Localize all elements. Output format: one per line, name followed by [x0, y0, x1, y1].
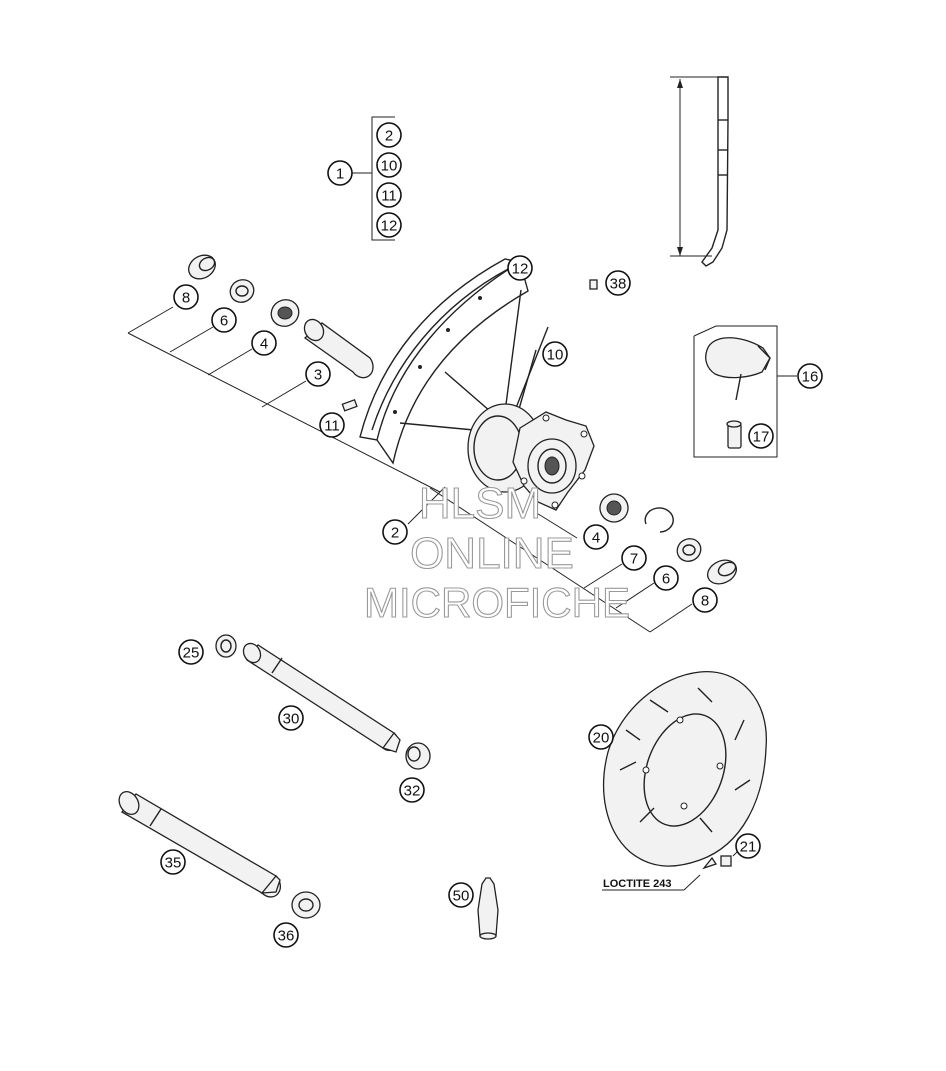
axle-collar-32: [405, 742, 431, 770]
callout-25: 25: [178, 639, 204, 665]
svg-text:2: 2: [391, 525, 399, 542]
svg-text:6: 6: [662, 571, 670, 588]
grease-tube: [477, 877, 499, 940]
callout-30: 30: [278, 705, 304, 731]
svg-text:16: 16: [802, 369, 819, 386]
svg-text:10: 10: [381, 158, 398, 175]
svg-text:7: 7: [630, 551, 638, 568]
callout-16: 16: [797, 363, 823, 389]
loctite-note: LOCTITE 243: [603, 878, 671, 890]
axle-nut-36: [291, 891, 321, 919]
circlip: [644, 507, 674, 533]
svg-text:12: 12: [381, 218, 398, 235]
svg-text:4: 4: [260, 336, 268, 353]
svg-text:36: 36: [278, 928, 295, 945]
bearing-left: [270, 299, 300, 327]
svg-text:32: 32: [404, 783, 421, 800]
left-leader-lines: [127, 306, 441, 493]
callout-2-hub: 2: [382, 519, 408, 545]
callout-7: 7: [621, 545, 647, 571]
callout-50: 50: [448, 882, 474, 908]
svg-text:6: 6: [220, 313, 228, 330]
seal-ring-left: [188, 254, 216, 280]
svg-text:1: 1: [336, 166, 344, 183]
axle-nut-25: [215, 634, 237, 658]
spoke-nipple-small: [341, 398, 358, 412]
spacer-ring-left: [229, 279, 255, 303]
svg-text:17: 17: [753, 429, 770, 446]
svg-text:8: 8: [182, 290, 190, 307]
callout-38: 38: [605, 270, 631, 296]
bearing-right: [599, 493, 629, 523]
callout-4-left: 4: [251, 330, 277, 356]
svg-text:25: 25: [183, 645, 200, 662]
callout-10-spoke: 10: [542, 341, 568, 367]
svg-text:10: 10: [547, 347, 564, 364]
callout-21: 21: [735, 833, 761, 859]
callout-10: 10: [376, 152, 402, 178]
svg-text:30: 30: [283, 711, 300, 728]
svg-text:8: 8: [701, 593, 709, 610]
callout-11: 11: [376, 182, 402, 208]
svg-text:4: 4: [592, 530, 600, 547]
svg-text:38: 38: [610, 276, 627, 293]
svg-text:3: 3: [314, 367, 322, 384]
callout-1: 1: [327, 160, 353, 186]
svg-text:12: 12: [512, 261, 529, 278]
loctite-leader: [602, 874, 701, 891]
callout-20: 20: [588, 724, 614, 750]
spoke-length-drawing: [670, 76, 729, 267]
svg-text:35: 35: [165, 855, 182, 872]
spacer-ring-right: [676, 538, 702, 562]
distance-sleeve: [303, 318, 374, 379]
svg-text:21: 21: [740, 839, 757, 856]
svg-text:11: 11: [381, 188, 397, 205]
callout-17: 17: [748, 423, 774, 449]
wheel-hub: [467, 403, 595, 511]
callout-36: 36: [273, 922, 299, 948]
callout-2: 2: [376, 122, 402, 148]
watermark-line-1: HLSM: [419, 479, 541, 528]
callout-3: 3: [305, 361, 331, 387]
callout-8-left: 8: [173, 284, 199, 310]
svg-text:2: 2: [385, 128, 393, 145]
axle-30: [242, 642, 401, 753]
svg-text:11: 11: [324, 418, 340, 435]
assembly-group-bracket: [352, 116, 395, 241]
spoke-nipple-38: [589, 279, 598, 290]
watermark-line-2: ONLINE: [410, 529, 574, 578]
right-leader-lines: [407, 486, 693, 633]
callout-4-right: 4: [583, 524, 609, 550]
valve-parts-box: [693, 325, 797, 458]
callout-11-nipple: 11: [319, 412, 345, 438]
svg-text:50: 50: [453, 888, 470, 905]
callout-12-rim: 12: [507, 255, 533, 281]
watermark-line-3: MICROFICHE: [364, 579, 630, 626]
callout-32: 32: [399, 777, 425, 803]
callout-6-left: 6: [211, 307, 237, 333]
callout-8-right: 8: [692, 587, 718, 613]
brake-disc: [602, 671, 767, 867]
svg-text:20: 20: [593, 730, 610, 747]
callout-6-right: 6: [653, 565, 679, 591]
callout-12: 12: [376, 212, 402, 238]
axle-35: [118, 791, 282, 898]
seal-ring-right: [706, 559, 738, 585]
callout-35: 35: [160, 849, 186, 875]
